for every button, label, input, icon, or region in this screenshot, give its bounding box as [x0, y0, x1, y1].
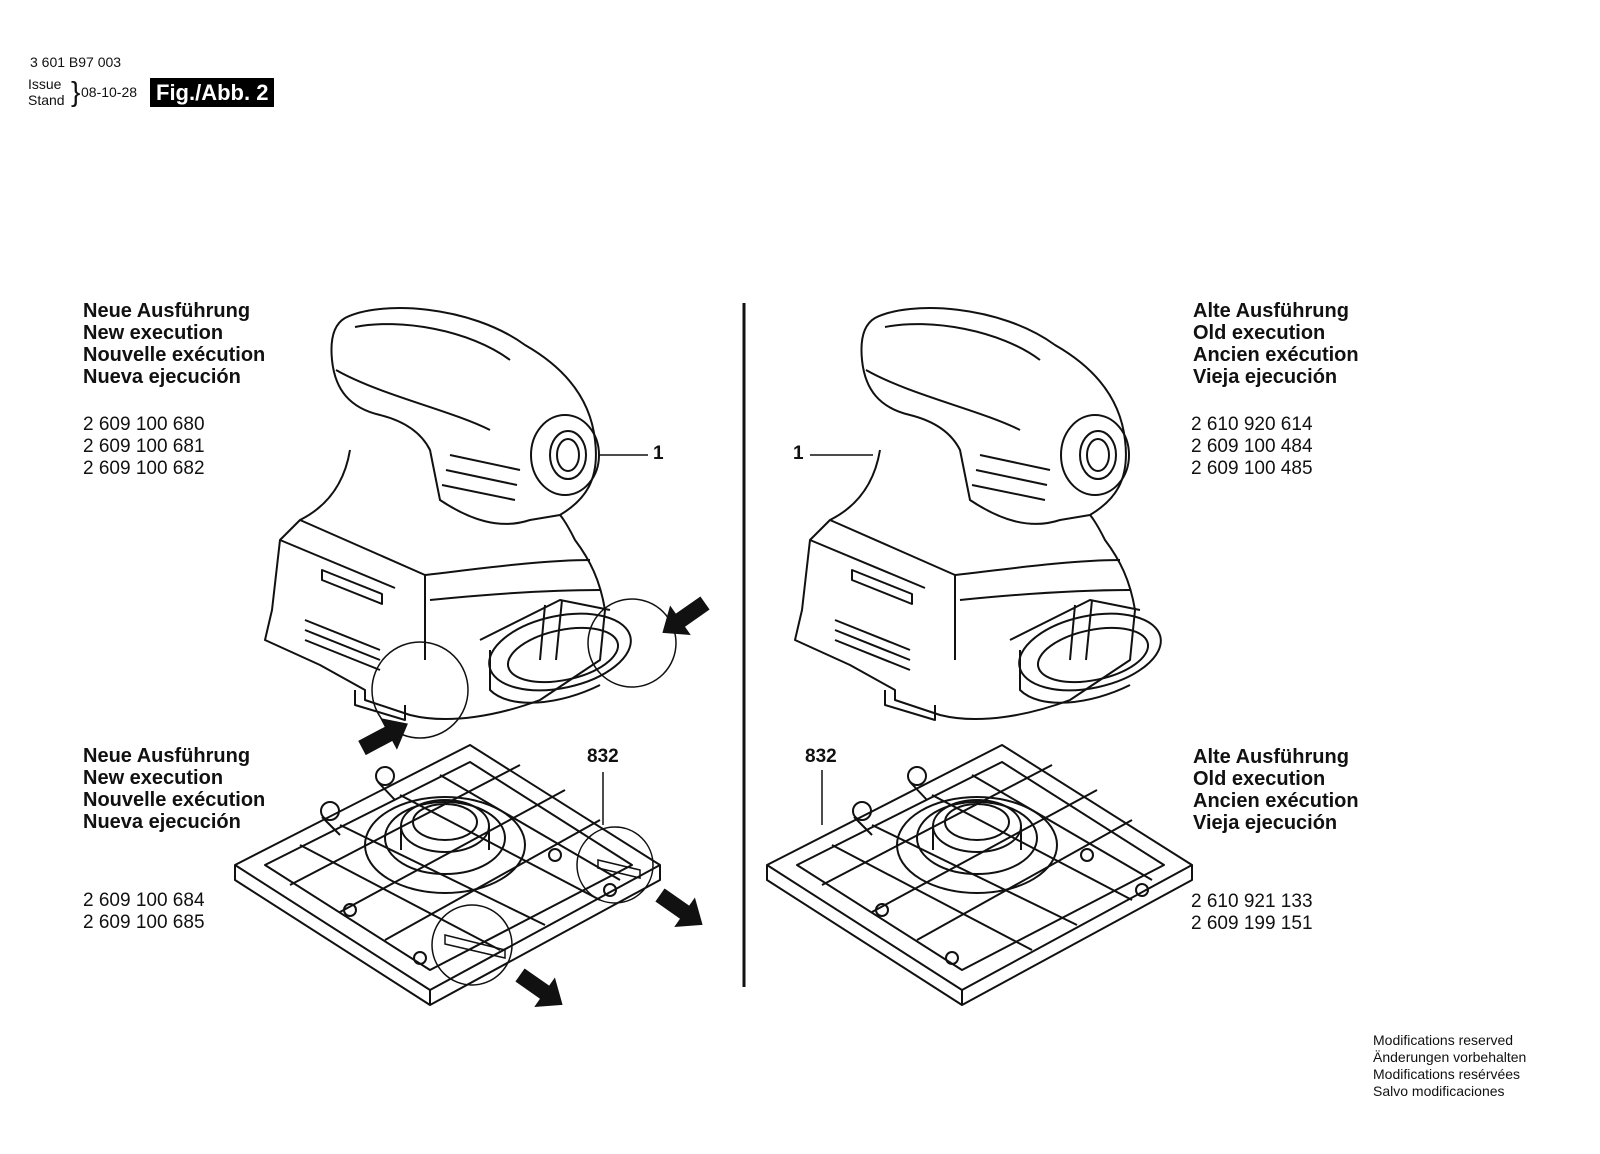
left-bottom-title: Neue Ausführung New execution Nouvelle e…: [83, 745, 266, 833]
detail-circle-clamp-right: [576, 826, 654, 904]
modifications-notice: Modifications reserved Änderungen vorbeh…: [1373, 1032, 1527, 1099]
arrow-icon: [652, 588, 716, 648]
brace-glyph: }: [71, 76, 81, 107]
right-bottom-part-numbers: 2 610 921 133 2 609 199 151: [1191, 891, 1313, 934]
right-top-title: Alte Ausführung Old execution Ancien exé…: [1193, 300, 1359, 388]
left-top-title: Neue Ausführung New execution Nouvelle e…: [83, 300, 266, 388]
detail-circle-outlet: [587, 598, 677, 688]
callout-housing-new: 1: [653, 443, 664, 464]
figure-badge: Fig./Abb. 2: [150, 78, 275, 107]
issue-date: 08-10-28: [81, 84, 138, 100]
detail-circle-clamp-left: [431, 904, 513, 986]
issue-label: Issue: [28, 76, 62, 92]
housing-new: [264, 307, 639, 721]
arrow-icon: [509, 960, 573, 1020]
base-plate-new: [234, 744, 661, 1006]
left-bottom-part-numbers: 2 609 100 684 2 609 100 685: [83, 890, 205, 933]
clamp-lever: [597, 859, 641, 879]
base-plate-old: [766, 744, 1193, 1006]
issue-stand-label: Issue Stand }: [28, 76, 80, 108]
clamp-lever: [444, 934, 506, 959]
stand-label: Stand: [28, 92, 65, 108]
housing-old: [794, 307, 1169, 721]
detail-circle-foot: [371, 641, 469, 739]
callout-housing-old: 1: [793, 443, 804, 464]
document-code: 3 601 B97 003: [30, 54, 122, 70]
left-top-part-numbers: 2 609 100 680 2 609 100 681 2 609 100 68…: [83, 414, 205, 479]
arrow-icon: [649, 880, 713, 940]
callout-plate-old: 832: [805, 746, 837, 767]
right-top-part-numbers: 2 610 920 614 2 609 100 484 2 609 100 48…: [1191, 414, 1313, 479]
callout-plate-new: 832: [587, 746, 619, 767]
right-bottom-title: Alte Ausführung Old execution Ancien exé…: [1193, 746, 1359, 834]
